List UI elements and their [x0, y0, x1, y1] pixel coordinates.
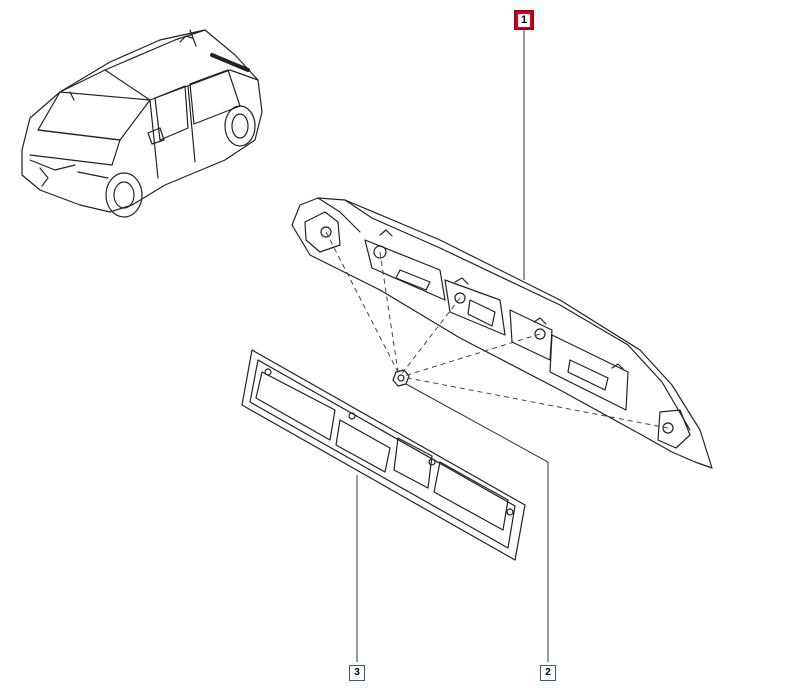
gasket: [241, 349, 526, 561]
car-overview-illustration: [21, 29, 263, 218]
callout-3[interactable]: 3: [349, 665, 365, 681]
callout-1-label: 1: [517, 13, 531, 27]
leader-lines: [356, 30, 549, 662]
callout-3-label: 3: [354, 667, 360, 678]
tailgate-trim-panel: [291, 197, 713, 469]
callout-2-label: 2: [545, 667, 551, 678]
callout-1[interactable]: 1: [514, 10, 534, 30]
callout-2[interactable]: 2: [540, 665, 556, 681]
fastener-lines: [325, 231, 669, 429]
nut: [392, 369, 410, 387]
